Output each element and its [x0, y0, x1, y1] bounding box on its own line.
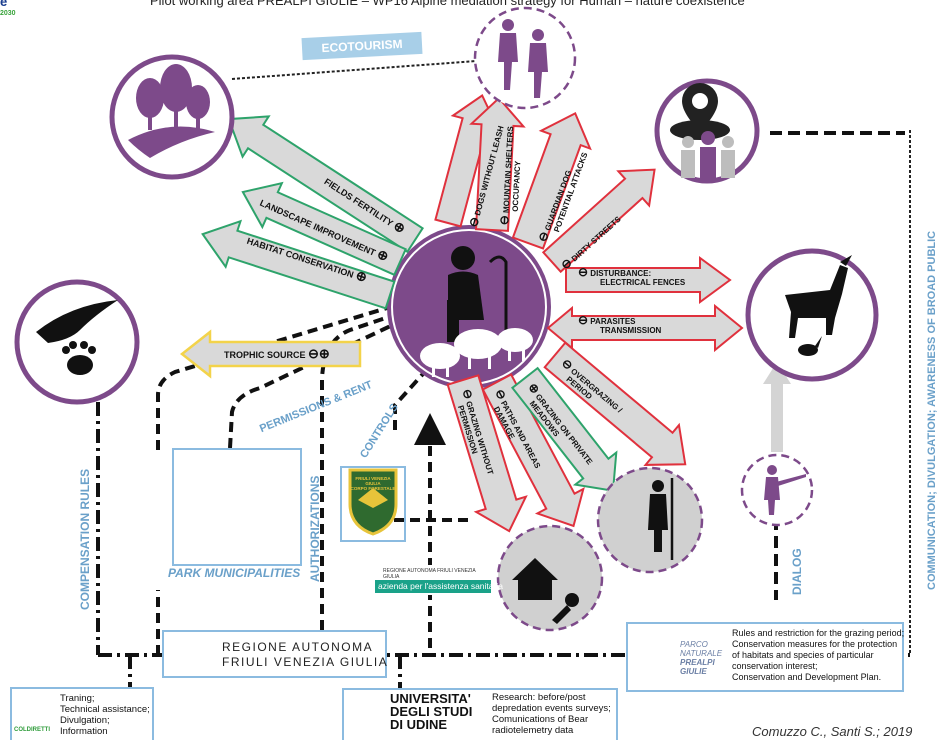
- deer-node: [745, 248, 879, 382]
- benefit-arrows: [179, 115, 425, 379]
- corner-logo-year: 2030: [0, 10, 16, 17]
- park-municipalities-box: [172, 448, 302, 566]
- shepherd-central-node: [387, 225, 551, 389]
- trophic-source-label: TROPHIC SOURCE ⊖⊕: [224, 346, 330, 361]
- author-credit: Comuzzo C., Santi S.; 2019: [752, 724, 913, 739]
- eagle-node: [14, 279, 140, 405]
- regione-box: [162, 630, 387, 678]
- label-communication: COMMUNICATION; DIVULGATION; AWARENESS OF…: [926, 230, 938, 590]
- threat-arrows: [434, 94, 744, 533]
- label-dialog: DIALOG: [790, 548, 804, 595]
- community-node: [654, 78, 760, 184]
- forestale-box: [340, 466, 406, 542]
- threat-electrical-fences: ⊖ DISTURBANCE:ELECTRICAL FENCES: [578, 265, 686, 287]
- tree-landscape-node: [109, 54, 235, 180]
- farmhouse-node: [496, 524, 604, 632]
- shepherd-icon: [447, 246, 508, 342]
- label-compensation-rules: COMPENSATION RULES: [78, 468, 92, 610]
- coldiretti-services: Traning;Technical assistance;Divulgation…: [60, 693, 150, 737]
- hunter-to-deer-arrow: [763, 362, 791, 452]
- udine-box: [342, 688, 618, 740]
- hikers-node: [473, 6, 577, 110]
- coldiretti-box: [10, 687, 154, 740]
- header-title: Pilot working area PREALPI GIULIE – WP16…: [150, 0, 745, 8]
- park-box: [626, 622, 904, 692]
- coldiretti-name: COLDIRETTI: [14, 727, 50, 733]
- forestale-badge: [348, 468, 398, 536]
- farmer-node: [596, 466, 704, 574]
- corner-logo-letter: e: [0, 0, 8, 9]
- park-regulations: Rules and restriction for the grazing pe…: [732, 628, 905, 682]
- park-municipalities-label: PARK MUNICIPALITIES: [168, 566, 301, 580]
- sheep-flock-icon: [420, 328, 533, 377]
- label-authorizations: AUTHORIZATIONS: [308, 475, 322, 582]
- asl-name: azienda per l'assistenza sanitaria: [375, 580, 503, 593]
- hunter-node: [740, 453, 814, 527]
